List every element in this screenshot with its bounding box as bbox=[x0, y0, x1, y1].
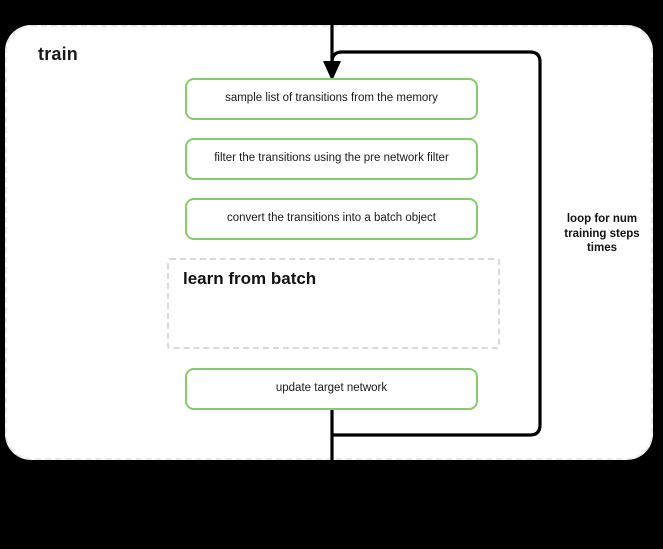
step-box-filter[interactable]: filter the transitions using the pre net… bbox=[185, 138, 478, 180]
page-title: train bbox=[38, 44, 79, 64]
subflow-label: learn from batch bbox=[183, 269, 317, 288]
loop-annotation-line-3: times bbox=[586, 242, 618, 255]
step-label-filter: filter the transitions using the pre net… bbox=[214, 152, 449, 165]
subflow-learn-from-batch[interactable]: learn from batch bbox=[167, 258, 500, 349]
step-box-sample[interactable]: sample list of transitions from the memo… bbox=[185, 78, 478, 120]
step-box-update-target-network[interactable]: update target network bbox=[185, 368, 478, 410]
step-label-update: update target network bbox=[275, 382, 388, 395]
loop-annotation-line-1: loop for num bbox=[566, 213, 638, 225]
step-label-convert: convert the transitions into a batch obj… bbox=[226, 212, 437, 225]
step-box-convert[interactable]: convert the transitions into a batch obj… bbox=[185, 198, 478, 240]
loop-annotation-line-2: training steps bbox=[564, 227, 640, 240]
step-label-sample: sample list of transitions from the memo… bbox=[225, 92, 438, 105]
loop-annotation: loop for num training steps times bbox=[546, 212, 658, 256]
